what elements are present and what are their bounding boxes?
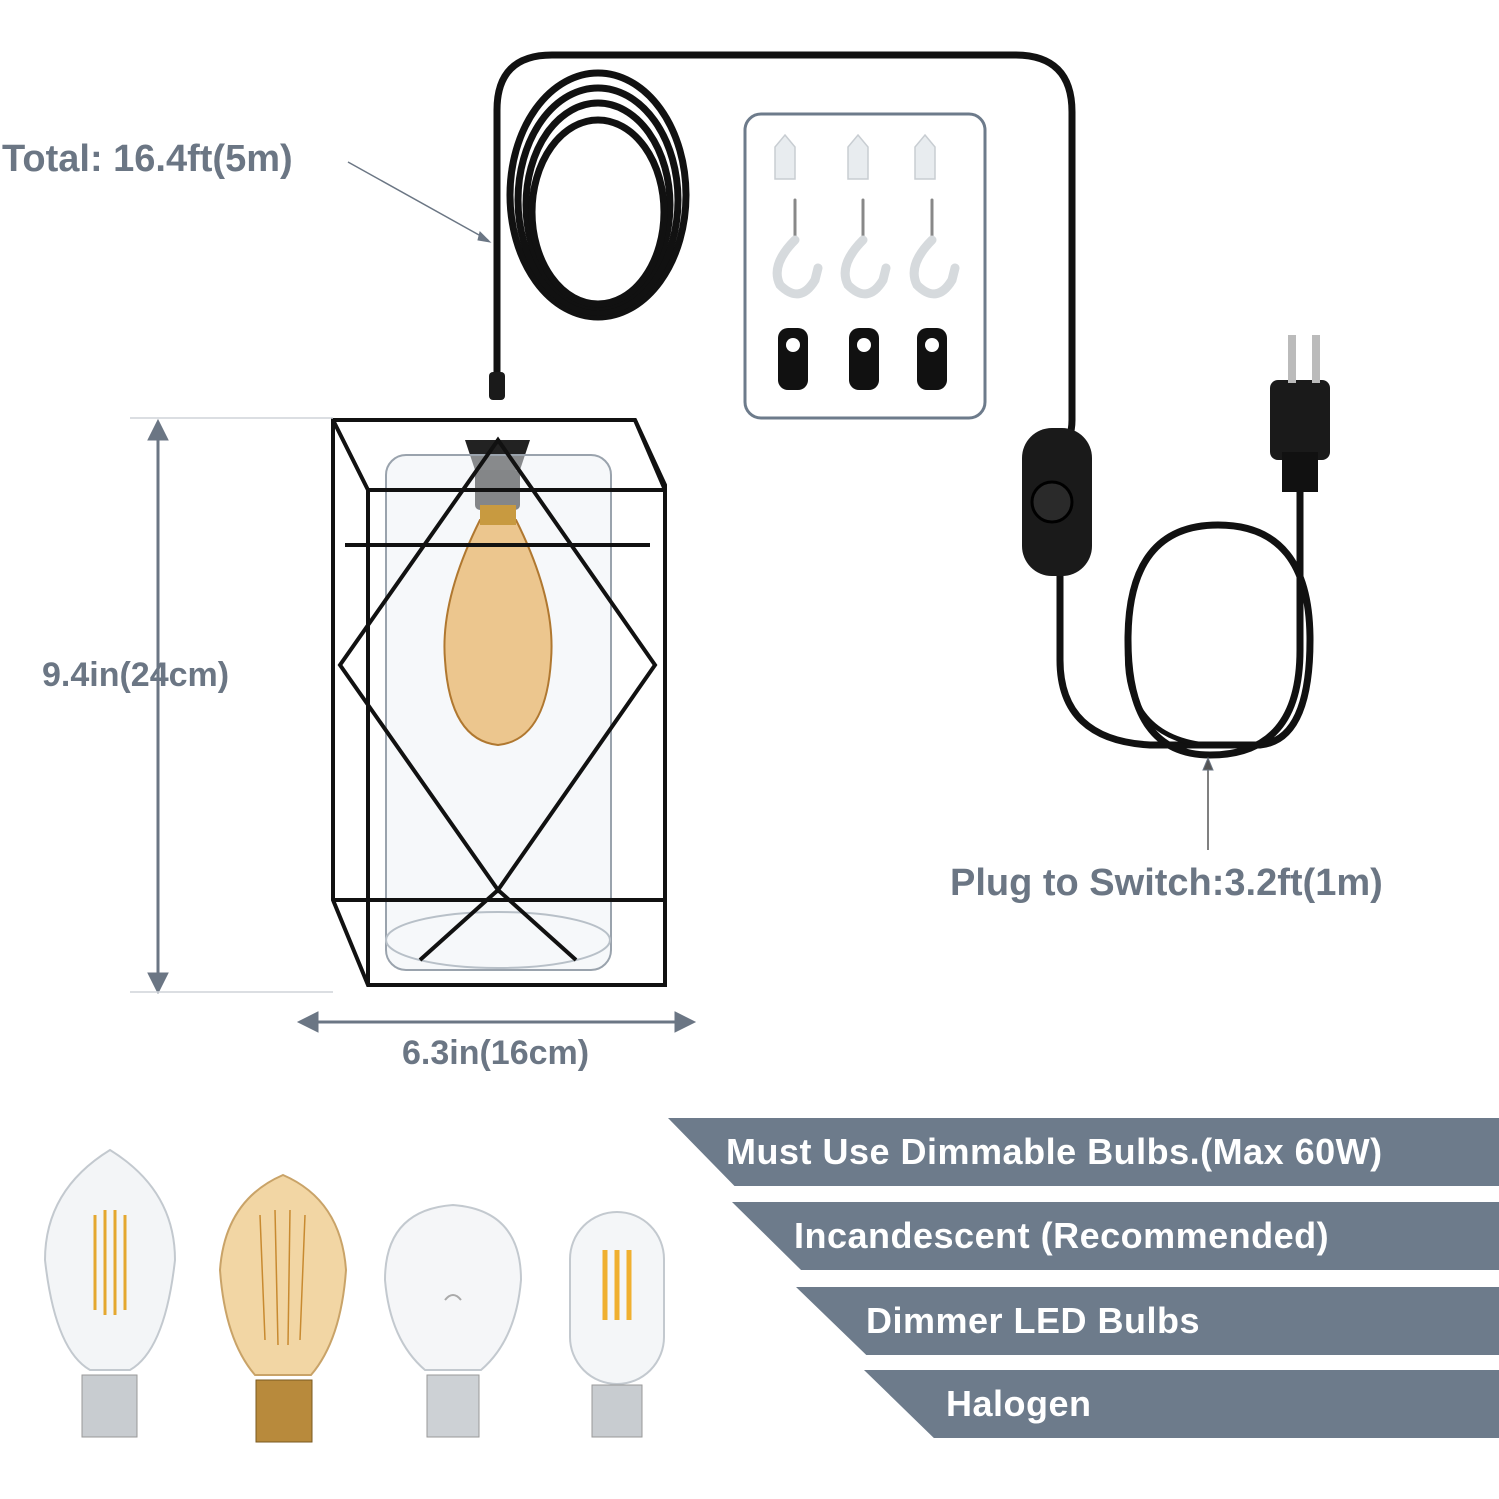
dimmer-switch-icon: [1022, 428, 1092, 576]
banner-dimmable-requirement: Must Use Dimmable Bulbs.(Max 60W): [668, 1118, 1499, 1186]
height-label: 9.4in(24cm): [42, 656, 230, 694]
st64-bulb: [43, 1148, 177, 1438]
bulb-lineup: [43, 1148, 665, 1443]
plug-to-switch-label: Plug to Switch:3.2ft(1m): [950, 862, 1383, 904]
t45-bulb: [569, 1211, 665, 1438]
a19-bulb: [383, 1203, 523, 1438]
banner-dimmer-led: Dimmer LED Bulbs: [796, 1287, 1499, 1355]
banner-label: Incandescent (Recommended): [794, 1215, 1330, 1256]
width-label: 6.3in(16cm): [402, 1034, 590, 1072]
banner-label: Must Use Dimmable Bulbs.(Max 60W): [726, 1131, 1383, 1172]
plug-icon: [1270, 335, 1330, 492]
banner-label: Halogen: [946, 1383, 1092, 1424]
dimension-lines: [130, 161, 1214, 1033]
banner-incandescent: Incandescent (Recommended): [732, 1202, 1499, 1270]
edison-bulb: [443, 505, 553, 747]
total-cord-length-label: Total: 16.4ft(5m): [2, 138, 293, 180]
edison-bulb-2: [218, 1173, 348, 1443]
ceiling-hooks: [772, 198, 960, 299]
metal-cage: [331, 418, 667, 987]
cord-clips: [778, 328, 947, 390]
banner-label: Dimmer LED Bulbs: [866, 1300, 1201, 1341]
banner-halogen: Halogen: [864, 1370, 1499, 1438]
anchors: [774, 133, 936, 180]
